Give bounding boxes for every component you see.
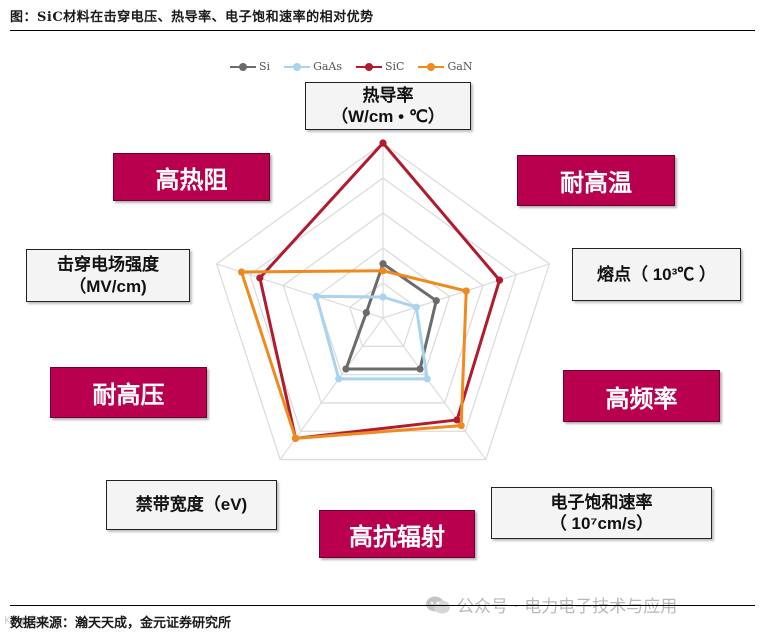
legend-item-gaas: GaAs: [284, 60, 342, 73]
axis-label-saturation-line1: 电子饱和速率: [550, 492, 653, 512]
axis-label-breakdown-line2: （MV/cm): [69, 276, 147, 296]
legend-swatch-si: [230, 62, 256, 72]
wechat-icon: [426, 596, 450, 613]
legend-item-gan: GaN: [418, 60, 472, 73]
data-point-si-0: [379, 260, 387, 268]
data-point-gaas-4: [312, 292, 321, 300]
grid-ring-2: [315, 247, 451, 376]
advantage-high-voltage: 耐高压: [50, 367, 207, 418]
advantage-radiation-resistance: 高抗辐射: [319, 510, 475, 558]
data-point-si-3: [342, 365, 350, 373]
source-divider: [10, 605, 755, 606]
legend: Si GaAs SiC GaN: [230, 60, 472, 73]
watermark-text: 公众号 · 电力电子技术与应用: [457, 597, 678, 617]
axis-label-saturation-line2: （ 10⁷cm/s）: [549, 514, 654, 533]
legend-label-gaas: GaAs: [313, 60, 342, 73]
legend-label-gan: GaN: [447, 60, 473, 73]
legend-swatch-sic: [356, 62, 382, 72]
axis-label-breakdown-line1: 击穿电场强度: [57, 255, 159, 275]
data-point-si-4: [362, 308, 370, 317]
data-point-sic-0: [379, 139, 387, 147]
corner-mark: K9●点电: [4, 614, 50, 627]
data-point-gan-0: [379, 267, 387, 275]
data-point-sic-2: [453, 416, 461, 424]
axis-label-thermal-line1: 热导率: [362, 85, 414, 105]
watermark: 公众号 · 电力电子技术与应用: [425, 592, 677, 617]
legend-swatch-gaas: [284, 62, 311, 72]
data-point-gaas-2: [423, 375, 431, 383]
legend-label-sic: SiC: [385, 60, 405, 73]
data-point-gaas-0: [379, 293, 387, 301]
axis-label-melting-point: 熔点（ 10³℃ ）: [572, 248, 741, 301]
axis-label-saturation-velocity: 电子饱和速率 （ 10⁷cm/s）: [491, 487, 712, 539]
axis-label-breakdown-field: 击穿电场强度 （MV/cm): [26, 249, 190, 302]
axis-label-bandgap-line1: 禁带宽度（eV): [135, 495, 248, 515]
figure-title: 图：SiC材料在击穿电压、热导率、电子饱和速率的相对优势: [10, 10, 374, 25]
axis-label-bandgap: 禁带宽度（eV): [106, 480, 277, 530]
legend-swatch-gan: [418, 62, 445, 72]
legend-label-si: Si: [259, 60, 271, 73]
data-point-gan-2: [457, 421, 465, 430]
data-point-sic-4: [256, 274, 264, 282]
source-note: 数据来源：瀚天天成，金元证券研究所: [10, 616, 232, 631]
axis-label-thermal-line2: （W/cm • ℃）: [331, 107, 445, 126]
data-point-sic-1: [495, 276, 504, 284]
data-point-gaas-3: [335, 375, 343, 383]
data-point-gan-4: [237, 268, 246, 276]
grid-ring-3: [282, 212, 484, 404]
series-line-si: [344, 262, 438, 371]
data-point-gan-3: [291, 434, 300, 442]
series-line-sic: [258, 141, 502, 440]
axis-spoke-2: [382, 317, 487, 460]
grid-ring-1: [348, 282, 418, 347]
legend-item-sic: SiC: [356, 60, 404, 73]
series-line-gaas: [314, 294, 429, 381]
legend-item-si: Si: [230, 60, 270, 73]
advantage-high-thermal-resistance: 高热阻: [113, 153, 270, 201]
data-point-gan-1: [462, 287, 470, 295]
data-point-gaas-1: [412, 303, 420, 311]
title-divider: [10, 30, 755, 31]
advantage-high-temperature: 耐高温: [517, 155, 675, 206]
axis-label-melting-line1: 熔点（ 10³℃ ）: [596, 264, 717, 284]
data-point-si-2: [416, 365, 424, 373]
axis-label-thermal-conductivity: 热导率 （W/cm • ℃）: [305, 82, 471, 130]
grid-ring-5: [215, 142, 551, 461]
series-line-gan: [240, 269, 468, 440]
advantage-high-frequency: 高频率: [563, 370, 720, 422]
data-point-si-1: [432, 297, 440, 305]
